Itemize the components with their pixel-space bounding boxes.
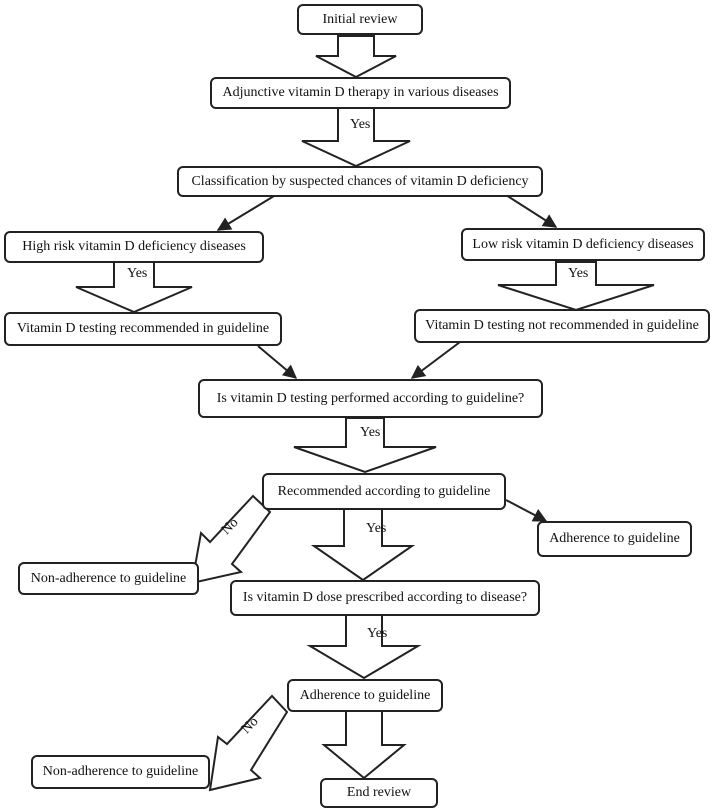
label-yes-performed: Yes [360, 425, 381, 440]
label-yes-therapy: Yes [350, 117, 371, 132]
node-initial-review: Initial review [297, 4, 423, 35]
arrow-classification-to-low [505, 194, 558, 228]
node-non-adherence-1: Non-adherence to guideline [18, 562, 199, 595]
block-arrow-high-to-testing [75, 261, 193, 314]
node-recommended-according: Recommended according to guideline [262, 473, 506, 510]
label-yes-high: Yes [127, 266, 148, 281]
node-non-adherence-2: Non-adherence to guideline [31, 755, 210, 789]
node-end-review: End review [320, 778, 438, 808]
node-adherence-1: Adherence to guideline [537, 521, 692, 557]
node-testing-recommended: Vitamin D testing recommended in guideli… [4, 312, 282, 346]
block-arrow-dose-to-adherence2 [306, 614, 422, 680]
block-arrow-recommended-to-dose [310, 508, 416, 582]
label-yes-dose: Yes [367, 626, 388, 641]
node-testing-performed-question: Is vitamin D testing performed according… [198, 379, 543, 418]
label-yes-low: Yes [568, 266, 589, 281]
block-arrow-initial-to-therapy [315, 35, 397, 79]
node-classification: Classification by suspected chances of v… [177, 166, 543, 197]
arrow-recommended-to-adherence1 [505, 499, 548, 522]
node-low-risk: Low risk vitamin D deficiency diseases [461, 228, 705, 261]
node-testing-not-recommended: Vitamin D testing not recommended in gui… [414, 309, 710, 343]
node-high-risk: High risk vitamin D deficiency diseases [4, 231, 264, 263]
arrow-classification-to-high [216, 195, 275, 231]
arrow-notesting-to-performed [410, 341, 461, 379]
block-arrow-recommended-no [190, 494, 272, 585]
node-dose-prescribed-question: Is vitamin D dose prescribed according t… [230, 580, 540, 616]
node-adjunctive-therapy: Adjunctive vitamin D therapy in various … [210, 77, 511, 109]
block-arrow-low-to-notesting [497, 261, 655, 312]
node-adherence-2: Adherence to guideline [287, 679, 443, 712]
block-arrow-adherence2-to-end [321, 710, 407, 780]
block-arrow-performed-to-recommended [293, 417, 437, 474]
block-arrow-therapy-to-classification [301, 107, 411, 168]
label-yes-recommended: Yes [366, 521, 387, 536]
block-arrow-adherence2-no [208, 694, 289, 792]
arrow-testing-to-performed [257, 345, 298, 379]
